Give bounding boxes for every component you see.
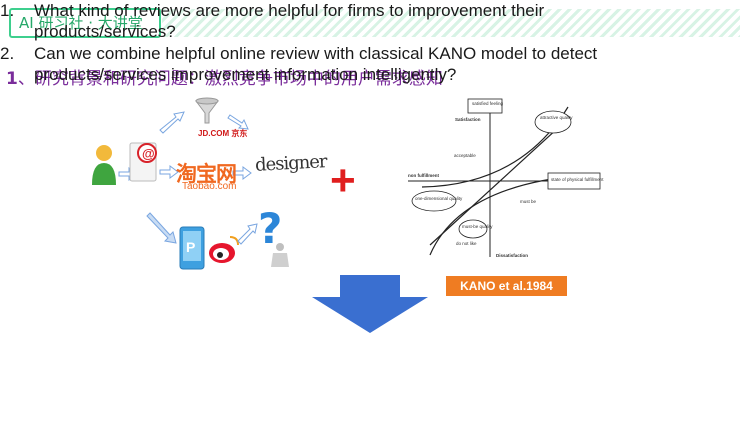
phone-icon: P xyxy=(179,226,205,270)
svg-text:@: @ xyxy=(142,146,155,161)
label-physical-fulfillment: state of physical fulfillment xyxy=(551,177,604,182)
one-dimensional-ellipse xyxy=(411,190,457,212)
label-must-be: must be xyxy=(520,199,537,204)
slide-title: 1、研究背景和研究问题：激烈竞争市场中的用户需求感知 xyxy=(6,64,443,89)
slide-title-number: 1 xyxy=(6,69,18,89)
user-icon xyxy=(92,145,116,185)
jd-logo: JD.COM 京东 xyxy=(198,129,248,138)
kano-diagram: satisfied feeling Satisfaction attractiv… xyxy=(408,98,604,258)
label-must-be-quality: must-be quality xyxy=(462,224,493,229)
funnel-icon xyxy=(195,97,219,124)
kano-citation-badge: KANO et al.1984 xyxy=(446,276,567,296)
label-one-dimensional: one-dimensional quality xyxy=(415,196,463,201)
slide-title-text: 、研究背景和研究问题：激烈竞争市场中的用户需求感知 xyxy=(17,69,443,89)
label-satisfied-feeling: satisfied feeling xyxy=(472,101,504,106)
question-mark-icon: ? xyxy=(258,204,289,267)
attractive-quality-ellipse xyxy=(534,110,572,134)
physical-fulfillment-box xyxy=(547,172,601,190)
question-item-1: 1. What kind of reviews are more helpful … xyxy=(0,0,640,42)
one-dimensional-line xyxy=(429,116,571,246)
label-do-not-like: do not like xyxy=(456,241,477,246)
question-text: What kind of reviews are more helpful fo… xyxy=(34,1,545,41)
question-number: 1. xyxy=(0,1,15,20)
label-dissatisfaction: Dissatisfaction xyxy=(496,253,528,258)
question-text: Can we combine helpful online review wit… xyxy=(34,44,598,84)
question-number: 2. xyxy=(0,44,15,63)
label-attractive-quality: attractive quality xyxy=(540,115,573,120)
email-at-icon: @ xyxy=(129,142,157,182)
taobao-domain: Taobao.com xyxy=(182,181,237,192)
satisfied-feeling-box xyxy=(467,98,503,114)
taobao-logo: 淘宝网 xyxy=(176,162,237,186)
label-satisfaction: Satisfaction xyxy=(455,117,481,122)
weibo-icon xyxy=(209,236,239,263)
designer-label: designer xyxy=(254,151,328,176)
header-stripe-decoration xyxy=(162,9,740,37)
label-acceptable: acceptable xyxy=(454,153,476,158)
research-questions-list: 1. What kind of reviews are more helpful … xyxy=(0,0,640,85)
label-non-fulfillment: non fulfillment xyxy=(408,173,439,178)
must-be-quality-ellipse xyxy=(458,219,488,239)
svg-text:P: P xyxy=(186,239,195,255)
ecommerce-illustration: @ P ? xyxy=(92,97,289,270)
arrow-down-icon xyxy=(312,275,428,333)
question-item-2: 2. Can we combine helpful online review w… xyxy=(0,43,640,85)
plus-symbol: + xyxy=(330,156,356,205)
header-badge: AI 研习社 · 大讲堂 xyxy=(9,8,161,38)
